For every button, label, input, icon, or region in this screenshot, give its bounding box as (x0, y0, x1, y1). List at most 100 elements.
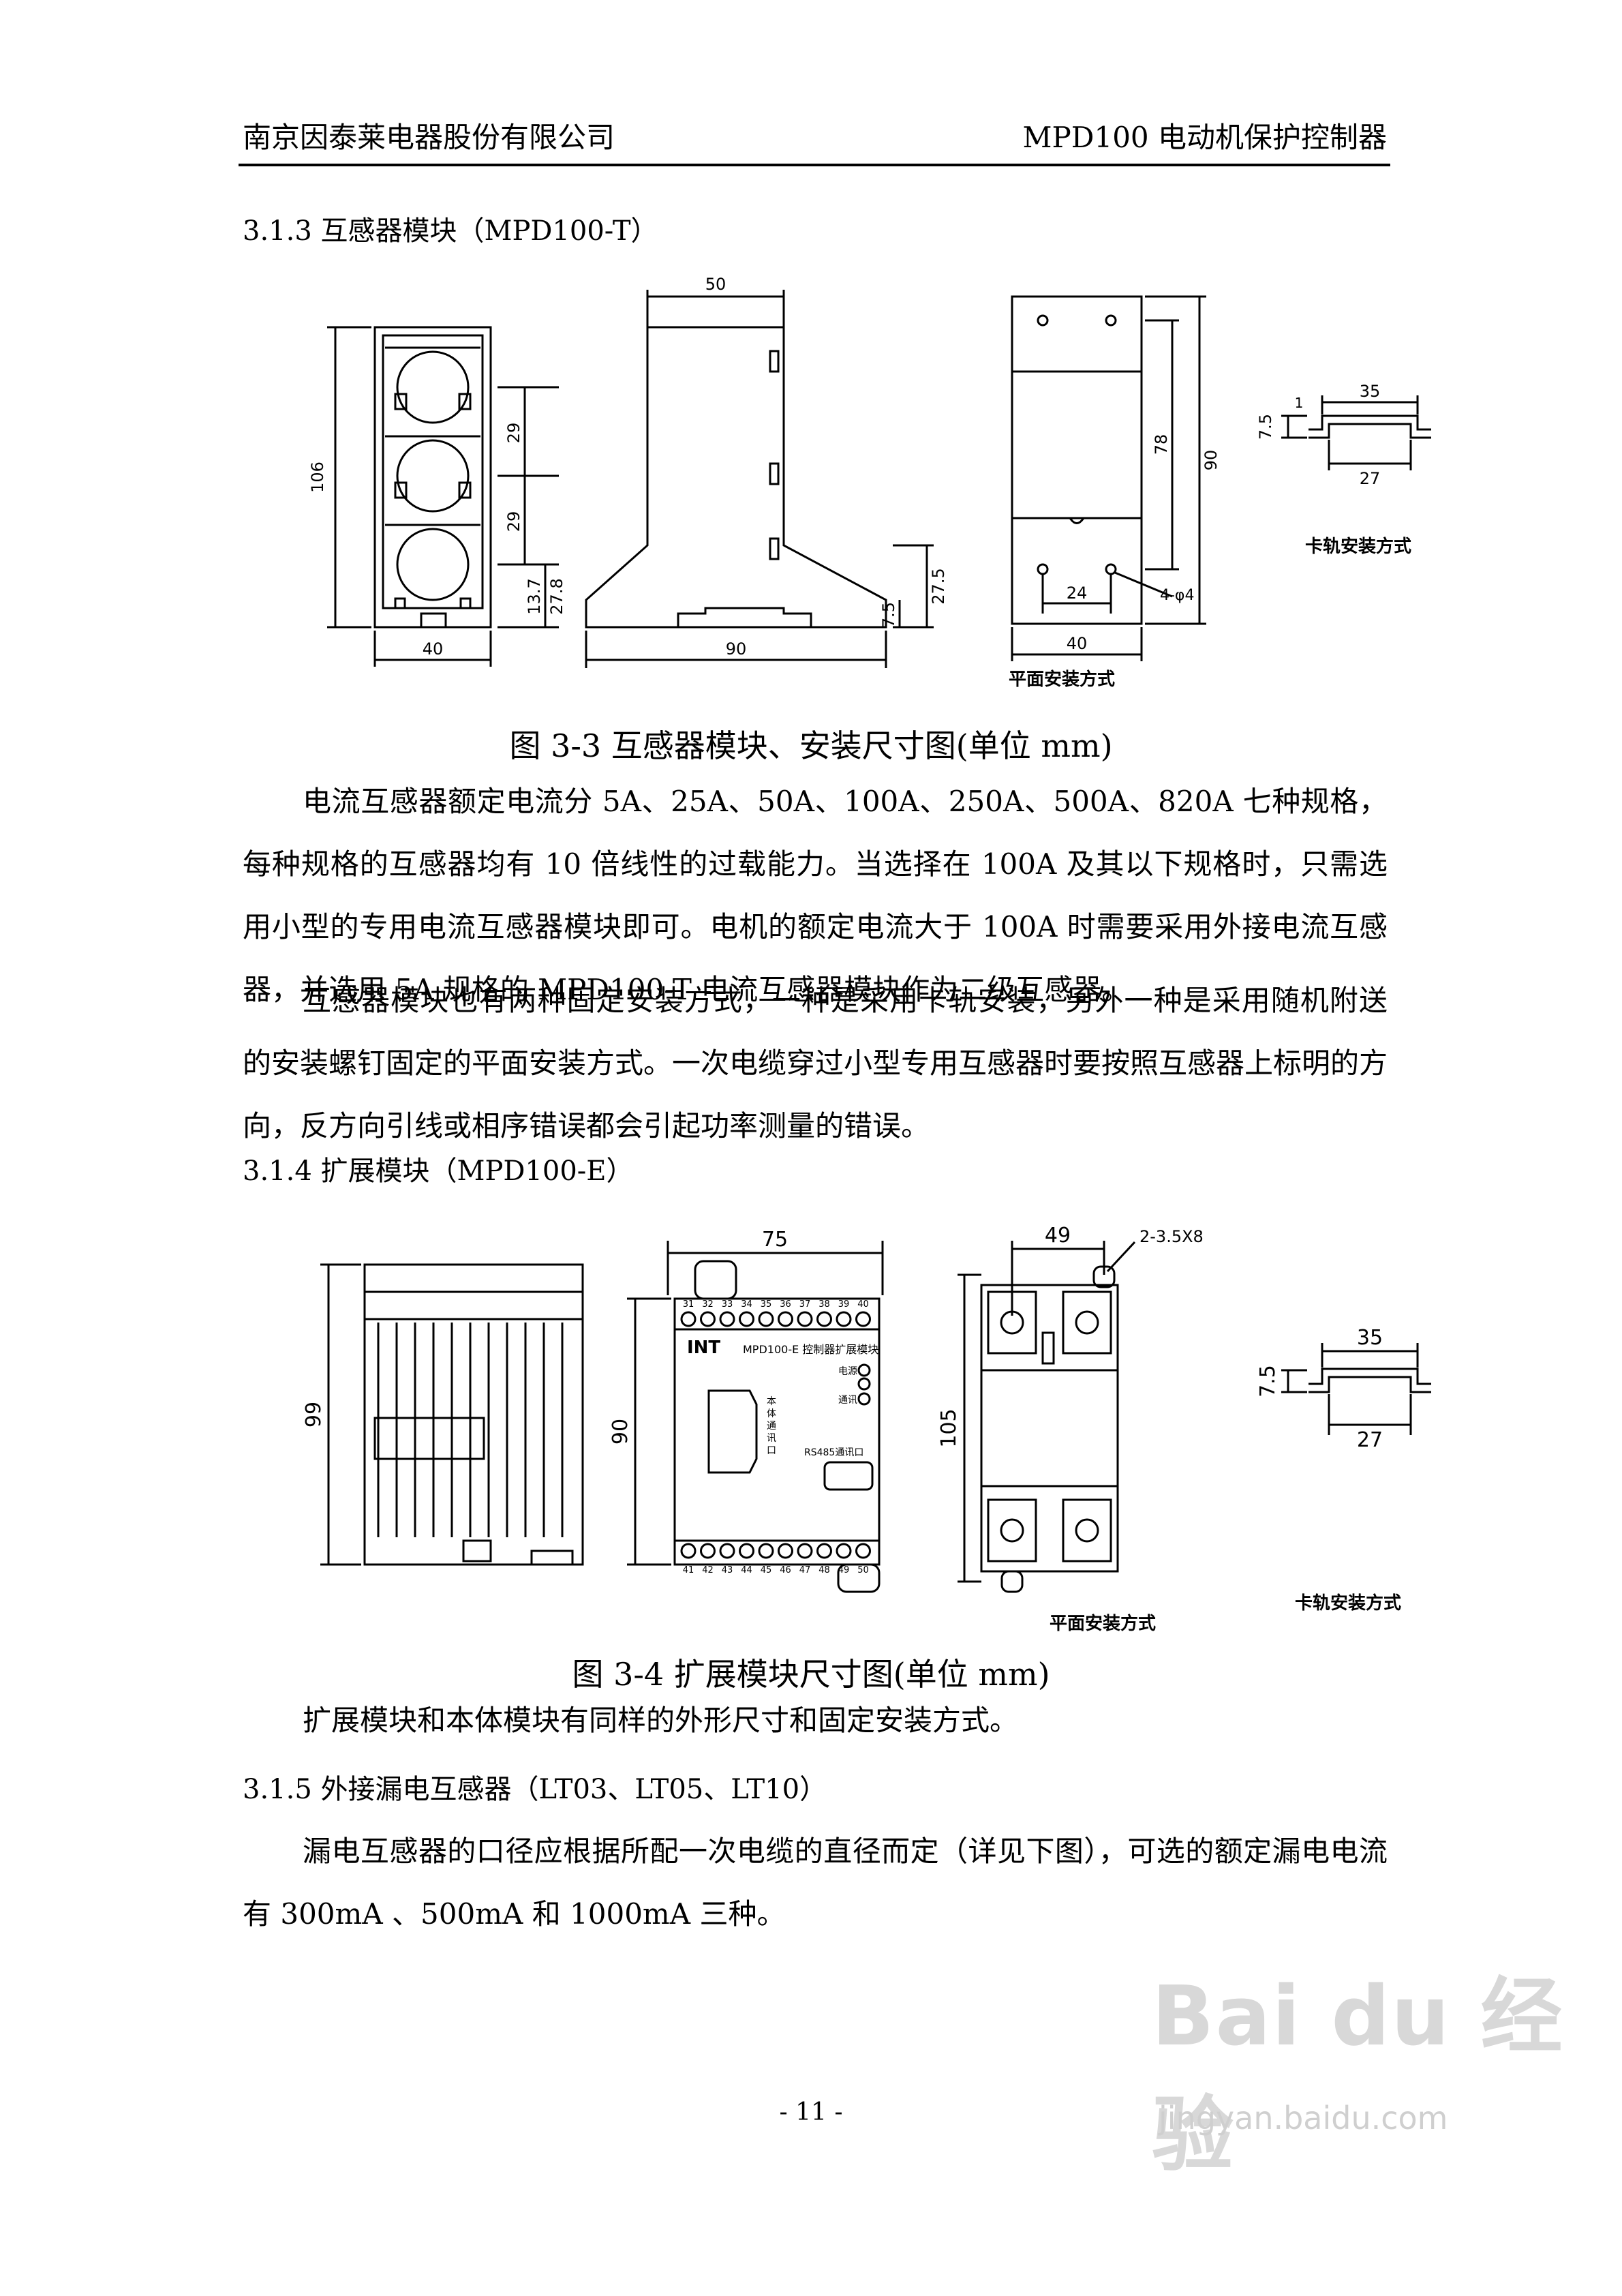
svg-text:40: 40 (1067, 634, 1088, 653)
paragraph-ext-mounting: 扩展模块和本体模块有同样的外形尺寸和固定安装方式。 (303, 1704, 1019, 1737)
header-company: 南京因泰莱电器股份有限公司 (243, 121, 615, 154)
terminal-screw (855, 1543, 871, 1559)
header-divider (239, 164, 1390, 166)
terminal-label: 36 (780, 1299, 791, 1310)
terminal-label: 48 (818, 1565, 830, 1575)
terminal-screw (719, 1311, 735, 1327)
svg-text:29: 29 (504, 511, 523, 532)
terminal-label: 34 (741, 1299, 752, 1310)
svg-text:7.5: 7.5 (1256, 414, 1275, 440)
terminal-label: 49 (838, 1565, 850, 1575)
terminal-screw (758, 1311, 774, 1327)
section-heading-3-1-5: 3.1.5 外接漏电互感器（LT03、LT05、LT10） (243, 1774, 827, 1805)
svg-text:106: 106 (308, 462, 327, 493)
terminal-label: 40 (857, 1299, 869, 1310)
terminal-label: 35 (761, 1299, 772, 1310)
paragraph-leakage-ct: 漏电互感器的口径应根据所配一次电缆的直径而定（详见下图），可选的额定漏电电流有 … (243, 1834, 1388, 1931)
paragraph-ct-mounting: 互感器模块也有两种固定安装方式，一种是采用卡轨安装，另外一种是采用随机附送的安装… (243, 984, 1388, 1143)
ct-flat-mount-view (1011, 295, 1206, 661)
figure-3-4: 99 75 90 49 105 2-3.5X8 35 27 7.5 INT MP… (300, 1200, 1458, 1636)
svg-text:90: 90 (609, 1419, 632, 1445)
brand-logo: INT (687, 1338, 720, 1358)
rail-mount-label: 卡轨安装方式 (1305, 536, 1411, 557)
ct-front-view (327, 326, 559, 667)
terminal-label: 45 (761, 1565, 772, 1575)
terminal-screw (758, 1543, 774, 1559)
terminal-screw (816, 1311, 832, 1327)
svg-text:RS485通讯口: RS485通讯口 (804, 1447, 863, 1458)
terminal-label: 41 (683, 1565, 694, 1575)
svg-text:1: 1 (1295, 395, 1304, 411)
svg-text:27.8: 27.8 (547, 578, 566, 614)
terminal-label: 42 (702, 1565, 714, 1575)
flat-mount-label: 平面安装方式 (1009, 669, 1115, 690)
rail-mount-label: 卡轨安装方式 (1295, 1592, 1401, 1614)
local-port-label: 本 (767, 1396, 776, 1407)
terminal-screw (836, 1311, 852, 1327)
terminal-label: 31 (683, 1299, 694, 1310)
svg-text:13.7: 13.7 (525, 578, 544, 614)
figure-3-3-caption: 图 3-3 互感器模块、安装尺寸图(单位 mm) (509, 727, 1113, 764)
terminal-screw (855, 1311, 871, 1327)
terminal-label: 50 (857, 1565, 869, 1575)
svg-text:27: 27 (1357, 1428, 1383, 1452)
svg-text:电源: 电源 (838, 1366, 857, 1377)
terminal-screw (680, 1311, 697, 1327)
svg-text:35: 35 (1357, 1326, 1383, 1350)
terminal-label: 39 (838, 1299, 850, 1310)
terminal-screw (816, 1543, 832, 1559)
svg-text:24: 24 (1067, 584, 1088, 603)
paragraph-ct-ratings: 电流互感器额定电流分 5A、25A、50A、100A、250A、500A、820… (243, 785, 1388, 1006)
ext-side-view (320, 1263, 584, 1566)
svg-text:49: 49 (1045, 1224, 1071, 1248)
svg-text:99: 99 (302, 1402, 326, 1428)
svg-text:78: 78 (1152, 434, 1171, 455)
figure-3-3: 40 106 29 29 13.7 27.8 50 90 27.5 7.5 78… (300, 259, 1458, 695)
ct-rail-profile (1281, 395, 1431, 470)
terminal-label: 33 (722, 1299, 733, 1310)
terminal-screw (836, 1543, 852, 1559)
terminal-screw (719, 1543, 735, 1559)
ext-front-view (627, 1241, 884, 1593)
svg-text:7.5: 7.5 (879, 602, 898, 628)
local-port-label: 讯 (767, 1433, 776, 1444)
svg-text:50: 50 (705, 275, 726, 294)
svg-text:40: 40 (423, 639, 444, 659)
svg-text:27.5: 27.5 (929, 568, 948, 604)
ct-side-view (585, 290, 934, 668)
ext-rail-profile (1281, 1343, 1431, 1435)
local-port-label: 通 (767, 1421, 776, 1432)
page-number: - 11 - (779, 2098, 843, 2126)
terminal-screw (778, 1311, 793, 1327)
header-product: MPD100 电动机保护控制器 (1022, 121, 1387, 154)
svg-text:35: 35 (1360, 382, 1381, 401)
terminal-screw (700, 1543, 716, 1559)
terminal-screw (739, 1311, 754, 1327)
terminal-label: 43 (722, 1565, 733, 1575)
terminal-label: 32 (702, 1299, 714, 1310)
section-heading-3-1-4: 3.1.4 扩展模块（MPD100-E） (243, 1155, 634, 1187)
terminal-screw (797, 1543, 813, 1559)
svg-text:通讯: 通讯 (838, 1395, 857, 1406)
terminal-screw (700, 1311, 716, 1327)
svg-text:75: 75 (762, 1228, 788, 1252)
svg-text:4-φ4: 4-φ4 (1160, 587, 1194, 604)
flat-mount-label: 平面安装方式 (1050, 1613, 1156, 1634)
terminal-label: 47 (799, 1565, 811, 1575)
watermark-logo: Bai du 经验 (1152, 1969, 1564, 2183)
svg-text:90: 90 (726, 639, 747, 659)
local-port-label: 口 (767, 1445, 776, 1456)
terminal-label: 37 (799, 1299, 811, 1310)
svg-text:29: 29 (504, 423, 523, 444)
ext-flat-mount-view (958, 1241, 1136, 1593)
terminal-screw (680, 1543, 697, 1559)
terminal-label: 44 (741, 1565, 752, 1575)
terminal-screw (797, 1311, 813, 1327)
local-port-label: 体 (767, 1408, 776, 1419)
watermark-url: jingyan.baidu.com (1159, 2100, 1448, 2136)
figure-3-4-caption: 图 3-4 扩展模块尺寸图(单位 mm) (572, 1656, 1050, 1693)
svg-text:MPD100-E 控制器扩展模块: MPD100-E 控制器扩展模块 (743, 1343, 878, 1356)
svg-text:27: 27 (1360, 469, 1381, 488)
svg-text:105: 105 (937, 1408, 961, 1447)
terminal-screw (739, 1543, 754, 1559)
